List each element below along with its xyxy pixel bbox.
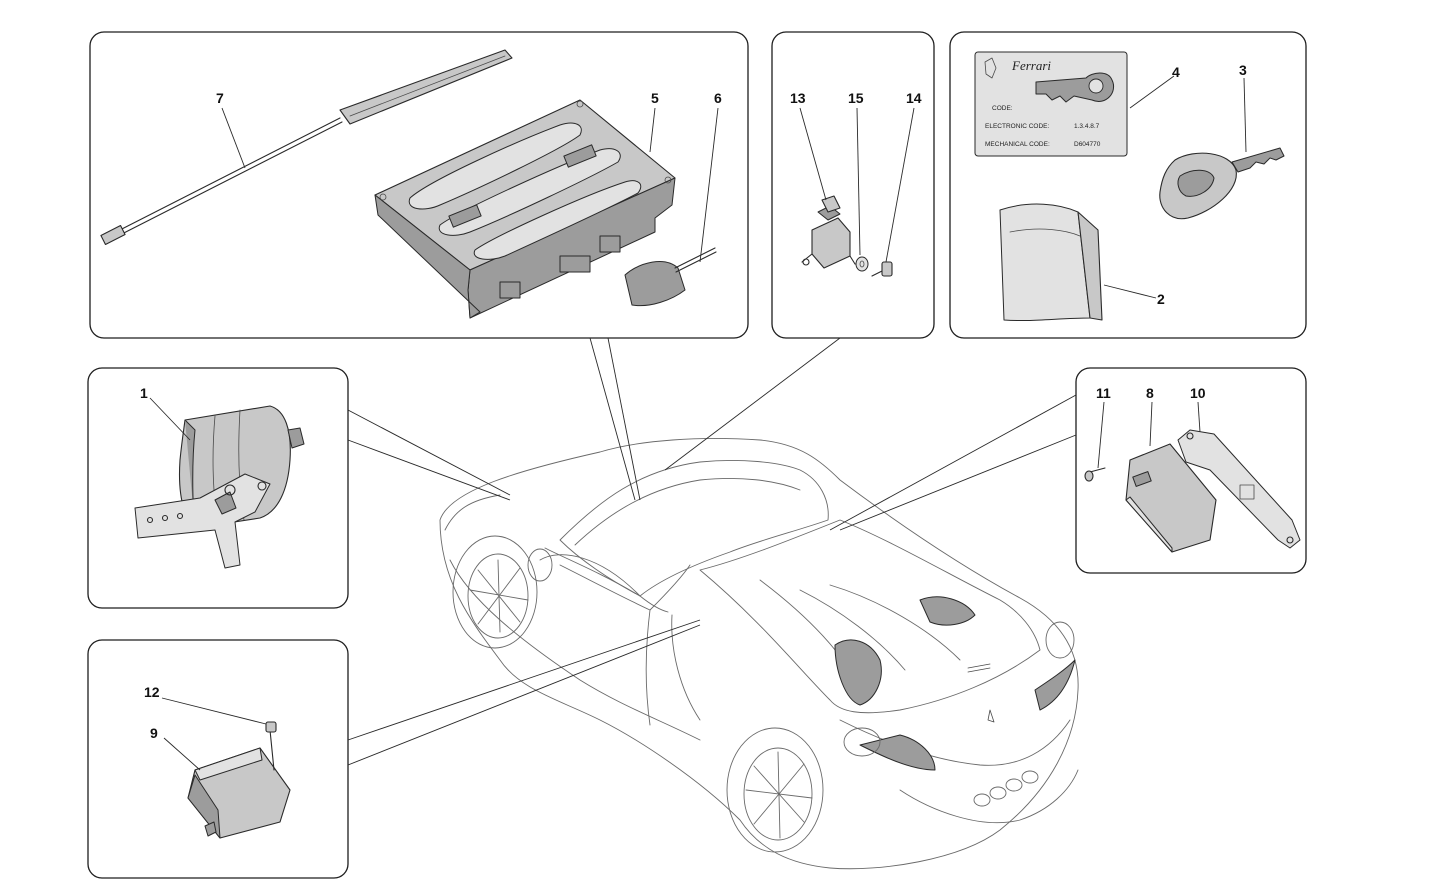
- sensor-part: [624, 247, 717, 307]
- prancing-horse-icon: [984, 57, 997, 79]
- callout-3: 3: [1239, 62, 1247, 78]
- callout-5: 5: [651, 90, 659, 106]
- module-part: [187, 721, 291, 839]
- car-outline: [439, 438, 1079, 870]
- callout-13: 13: [790, 90, 806, 106]
- antenna-part: [100, 49, 513, 245]
- screw-part: [871, 261, 893, 277]
- callout-11: 11: [1096, 385, 1111, 401]
- document-pouch-part: [999, 203, 1103, 322]
- card-electronic-label: ELECTRONIC CODE:: [985, 123, 1049, 130]
- callout-10: 10: [1190, 385, 1206, 401]
- callout-12: 12: [144, 684, 160, 700]
- callout-8: 8: [1146, 385, 1154, 401]
- callout-7: 7: [216, 90, 224, 106]
- card-mechanical-value: D604770: [1074, 141, 1101, 148]
- card-code-label: CODE:: [992, 105, 1013, 112]
- panel-module: [87, 639, 349, 879]
- washer-part: [855, 256, 869, 272]
- control-unit-part: [374, 99, 676, 319]
- card-brand: Ferrari: [1011, 58, 1051, 73]
- card-mechanical-label: MECHANICAL CODE:: [985, 141, 1050, 148]
- receiver-part: [1084, 429, 1301, 553]
- callout-15: 15: [848, 90, 864, 106]
- callout-4: 4: [1172, 64, 1180, 80]
- remote-key-part: [1159, 147, 1285, 220]
- siren-part: [134, 405, 305, 569]
- tilt-sensor-part: [801, 195, 856, 269]
- callout-2: 2: [1157, 291, 1165, 307]
- panel-leader-lines: [347, 337, 1077, 766]
- callout-1: 1: [140, 385, 148, 401]
- panel-sensor: [771, 31, 935, 339]
- callout-9: 9: [150, 725, 158, 741]
- callout-6: 6: [714, 90, 722, 106]
- code-card: Ferrari CODE: ELECTRONIC CODE: 1.3.4.8.7…: [974, 51, 1128, 157]
- callout-14: 14: [906, 90, 922, 106]
- card-electronic-value: 1.3.4.8.7: [1074, 123, 1100, 130]
